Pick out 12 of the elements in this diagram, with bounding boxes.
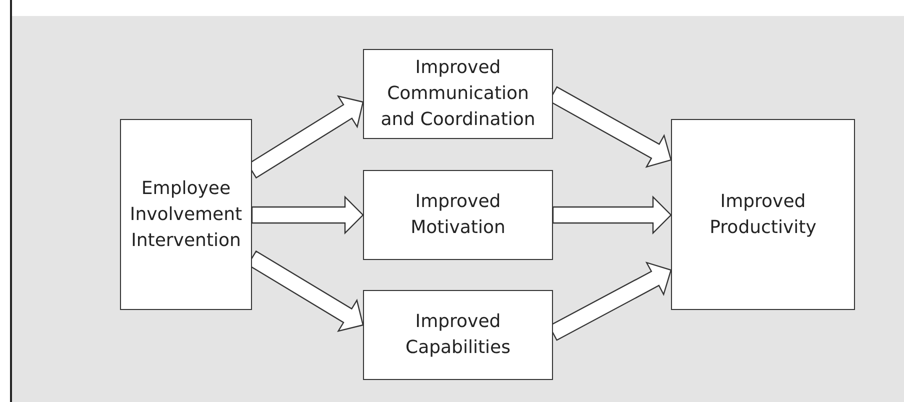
- box-label: Employee Involvement Intervention: [128, 176, 244, 252]
- box-label: Improved Productivity: [708, 190, 818, 240]
- process-box: [120, 119, 252, 310]
- process-box: [363, 170, 553, 260]
- process-box: [363, 290, 553, 380]
- process-box: [671, 119, 855, 310]
- box-label: Improved Communication and Coordination: [380, 56, 536, 132]
- process-box: [363, 49, 553, 139]
- block-arrow: [552, 196, 672, 234]
- box-label: Improved Motivation: [410, 190, 506, 240]
- box-label: Improved Capabilities: [404, 310, 512, 360]
- block-arrow: [251, 196, 364, 234]
